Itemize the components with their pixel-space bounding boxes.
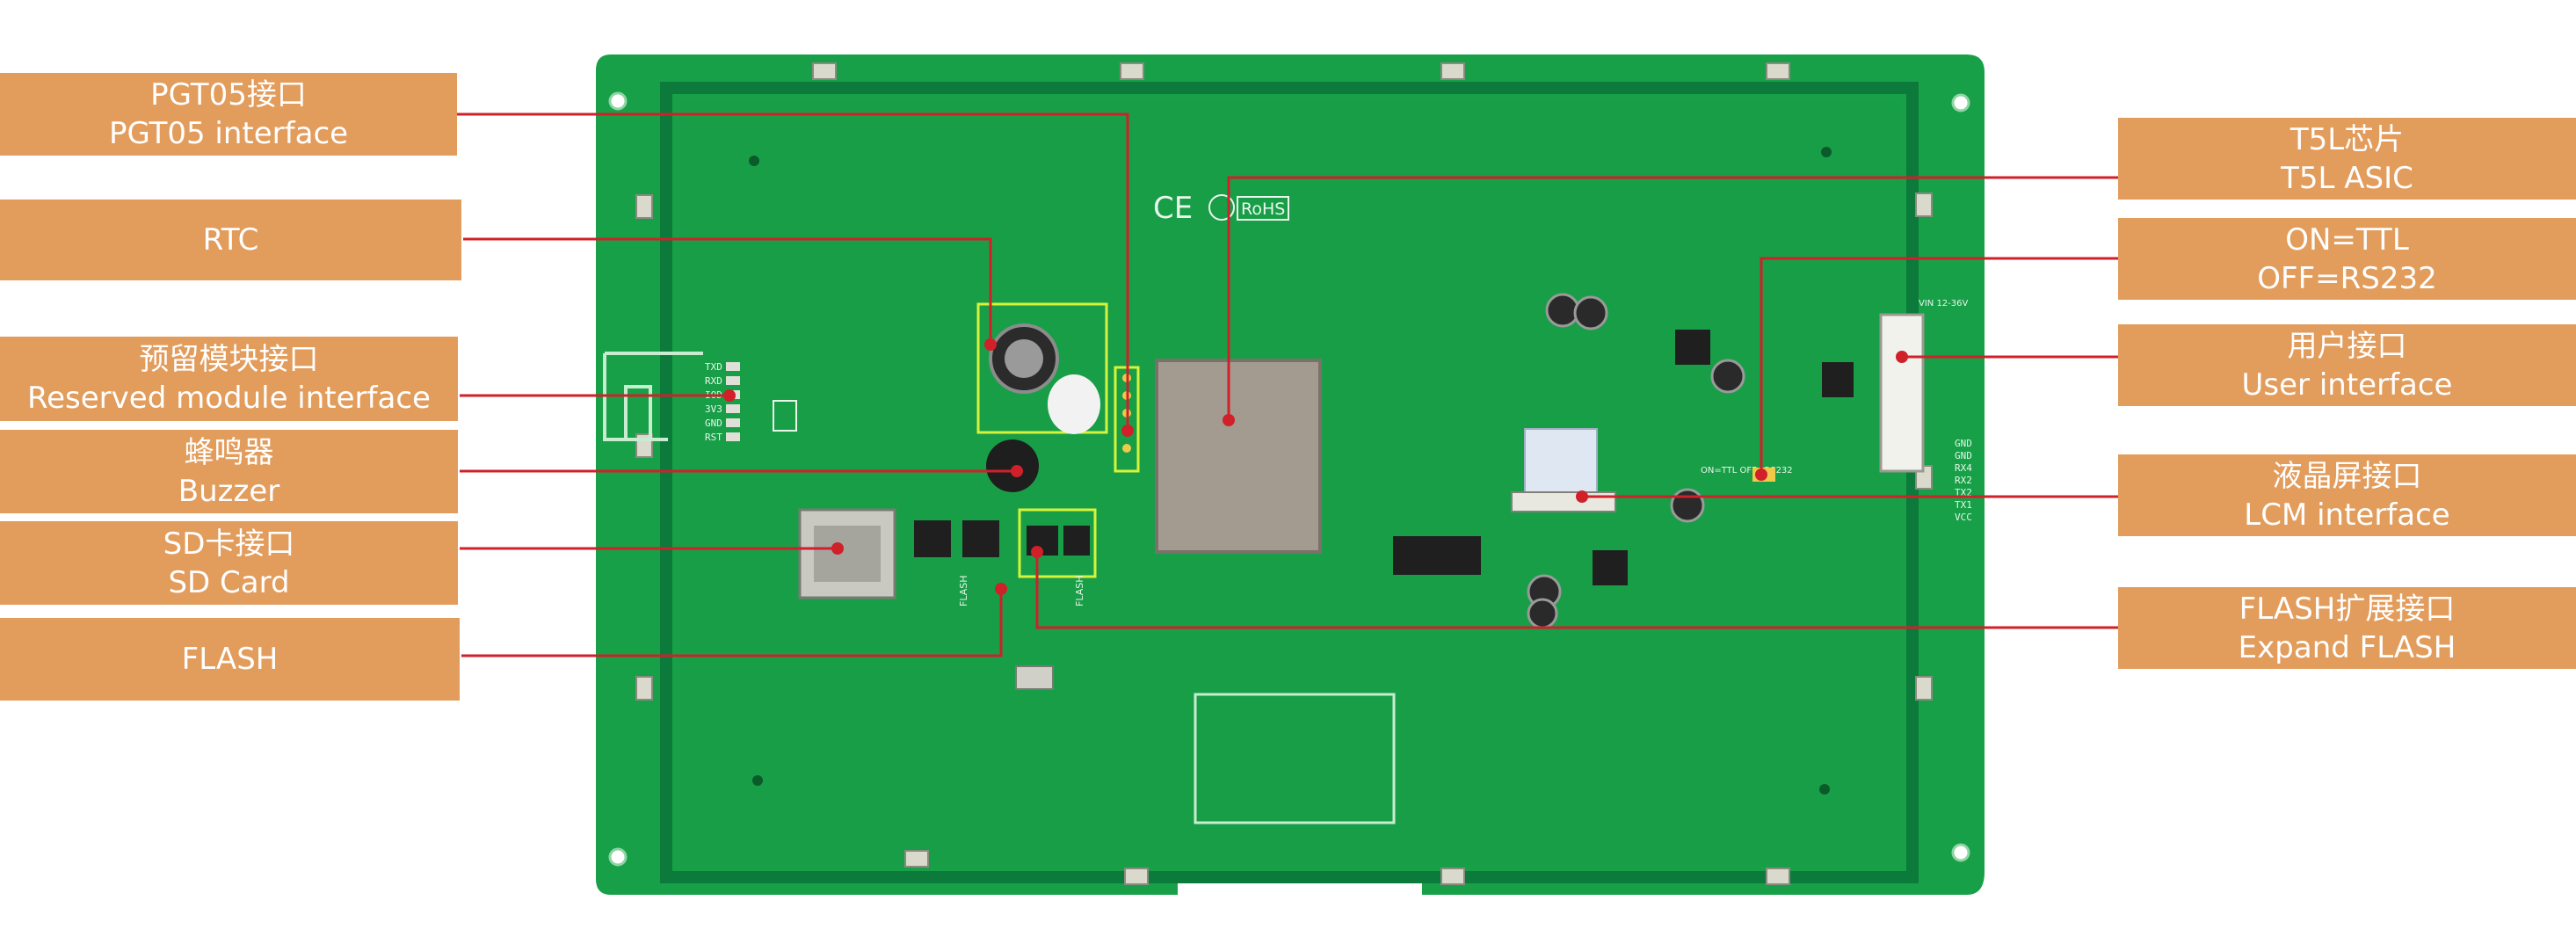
callout-expandflash-en: Expand FLASH bbox=[2238, 629, 2456, 665]
ttl-jumper bbox=[1752, 468, 1775, 482]
callout-sdcard-en: SD Card bbox=[168, 564, 290, 600]
callout-expandflash-zh: FLASH扩展接口 bbox=[2239, 591, 2456, 627]
callout-t5l-zh: T5L芯片 bbox=[2289, 121, 2405, 157]
svg-text:GND: GND bbox=[1955, 438, 1972, 449]
callout-reserved-en: Reserved module interface bbox=[27, 381, 431, 416]
callout-lcm: 液晶屏接口 LCM interface bbox=[2118, 454, 2576, 536]
svg-text:TX2: TX2 bbox=[1955, 487, 1972, 498]
callout-expandflash: FLASH扩展接口 Expand FLASH bbox=[2118, 587, 2576, 669]
flash-chip-left bbox=[914, 520, 951, 557]
svg-text:IOD: IOD bbox=[705, 389, 722, 401]
callout-lcm-en: LCM interface bbox=[2244, 497, 2450, 533]
svg-text:RX4: RX4 bbox=[1955, 462, 1972, 474]
callout-sdcard-zh: SD卡接口 bbox=[163, 526, 295, 562]
flash-silk-right: FLASH bbox=[1074, 576, 1085, 607]
svg-text:RX2: RX2 bbox=[1955, 475, 1972, 486]
vin-silk: VIN 12-36V bbox=[1919, 299, 1969, 309]
callout-pgt05-zh: PGT05接口 bbox=[150, 77, 307, 113]
callout-pgt05: PGT05接口 PGT05 interface bbox=[0, 73, 457, 156]
svg-text:TXD: TXD bbox=[705, 361, 722, 373]
callout-onttl-on: ON=TTL bbox=[2285, 221, 2409, 258]
callout-user-zh: 用户接口 bbox=[2287, 328, 2407, 364]
callout-pgt05-en: PGT05 interface bbox=[108, 116, 349, 151]
callout-reserved-zh: 预留模块接口 bbox=[139, 342, 319, 377]
inner-frame bbox=[660, 82, 1919, 883]
callout-buzzer-en: Buzzer bbox=[178, 473, 280, 509]
buzzer-body bbox=[986, 439, 1039, 492]
callout-buzzer: 蜂鸣器 Buzzer bbox=[0, 430, 458, 513]
svg-text:TX1: TX1 bbox=[1955, 499, 1972, 511]
callout-lcm-zh: 液晶屏接口 bbox=[2272, 458, 2422, 494]
mounting-holes bbox=[608, 91, 1970, 867]
callout-t5l-en: T5L ASIC bbox=[2281, 160, 2413, 196]
callout-reserved: 预留模块接口 Reserved module interface bbox=[0, 337, 458, 421]
callout-flash-text: FLASH bbox=[181, 642, 279, 677]
callout-onttl-off: OFF=RS232 bbox=[2257, 260, 2437, 296]
flash-silk-left: FLASH bbox=[958, 576, 969, 607]
ce-mark: CE bbox=[1153, 191, 1193, 226]
rohs-mark: RoHS bbox=[1241, 200, 1285, 219]
svg-text:RST: RST bbox=[705, 432, 722, 443]
svg-text:GND: GND bbox=[1955, 450, 1972, 461]
lcm-ribbon bbox=[1524, 428, 1598, 495]
user-pin-labels: GND GND RX4 RX2 TX2 TX1 VCC bbox=[1955, 438, 1972, 523]
callout-buzzer-zh: 蜂鸣器 bbox=[184, 434, 274, 470]
callout-t5l: T5L芯片 T5L ASIC bbox=[2118, 118, 2576, 200]
callout-user-en: User interface bbox=[2241, 367, 2453, 403]
callout-user: 用户接口 User interface bbox=[2118, 324, 2576, 406]
t5l-chip bbox=[1155, 359, 1322, 554]
switch-silk: ON=TTL OFF=RS232 bbox=[1701, 466, 1793, 476]
callout-onttl: ON=TTL OFF=RS232 bbox=[2118, 218, 2576, 300]
callout-rtc: RTC bbox=[0, 200, 461, 280]
user-connector bbox=[1879, 313, 1925, 473]
lcm-connector bbox=[1511, 491, 1616, 512]
callout-flash: FLASH bbox=[0, 618, 460, 701]
callout-rtc-text: RTC bbox=[202, 222, 259, 258]
svg-text:GND: GND bbox=[705, 418, 722, 429]
svg-text:RXD: RXD bbox=[705, 375, 722, 387]
svg-text:3V3: 3V3 bbox=[705, 403, 722, 415]
callout-sdcard: SD卡接口 SD Card bbox=[0, 521, 458, 605]
svg-text:VCC: VCC bbox=[1955, 512, 1972, 523]
